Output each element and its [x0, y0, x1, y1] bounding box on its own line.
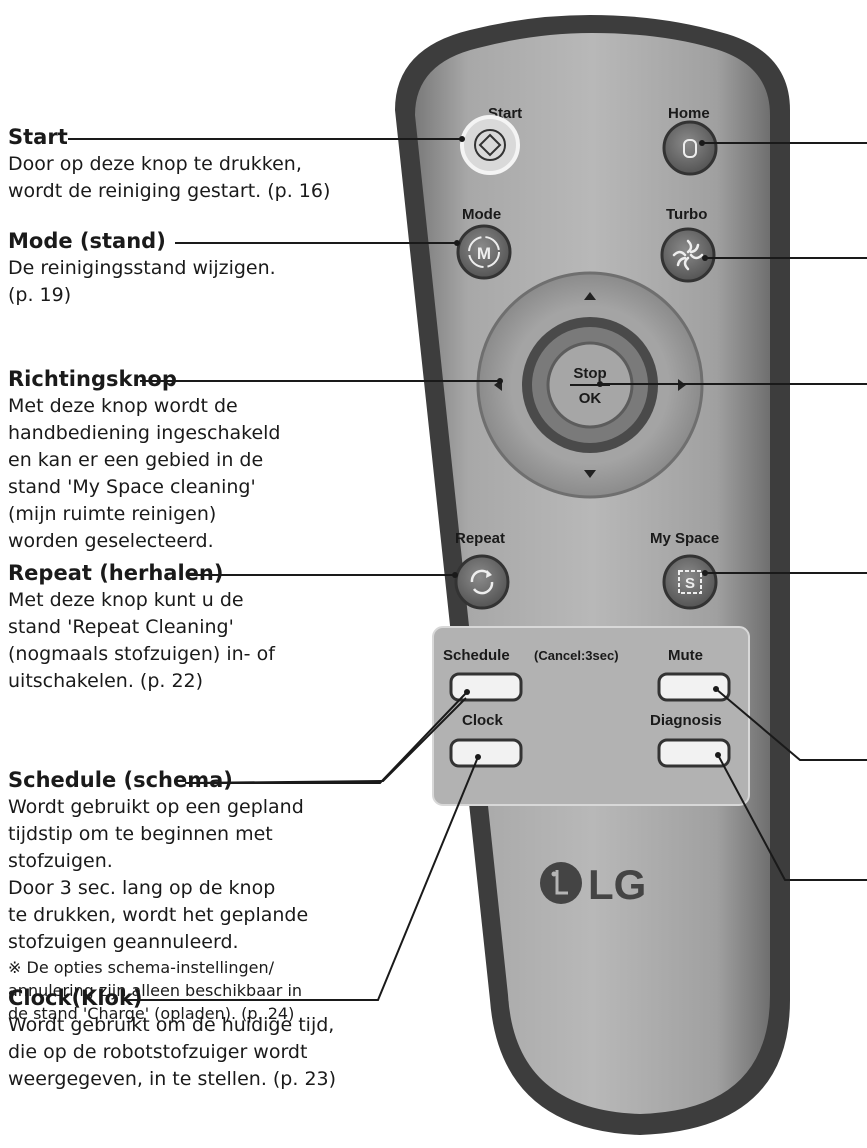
lg-logo-text: LG: [588, 861, 646, 908]
annotation-direction: Richtingsknop Met deze knop wordt de han…: [8, 366, 281, 555]
remote-face: [415, 33, 770, 1114]
repeat-button-label: Repeat: [455, 530, 505, 547]
callout-lines-left: [68, 138, 500, 1001]
diagnosis-key[interactable]: [657, 738, 731, 768]
annotation-repeat-desc: Met deze knop kunt u de stand 'Repeat Cl…: [8, 589, 275, 692]
myspace-button[interactable]: [662, 554, 718, 610]
annotation-clock: Clock(Klok) Wordt gebruikt om de huidige…: [8, 985, 336, 1093]
turbo-fan-icon: [672, 239, 704, 271]
annotation-clock-desc: Wordt gebruikt om de huidige tijd, die o…: [8, 1014, 337, 1090]
annotation-start-desc: Door op deze knop te drukken, wordt de r…: [8, 153, 331, 202]
mute-key[interactable]: [657, 672, 731, 702]
mode-button[interactable]: [456, 224, 512, 280]
mode-icon-letter: M: [477, 244, 491, 263]
annotation-direction-desc: Met deze knop wordt de handbediening ing…: [8, 395, 281, 552]
schedule-key-label: Schedule: [443, 647, 510, 664]
mode-button-label: Mode: [462, 206, 501, 223]
schedule-key[interactable]: [449, 672, 523, 702]
home-button[interactable]: [662, 120, 718, 176]
start-diamond-icon: [478, 133, 502, 157]
annotation-schedule-desc: Wordt gebruikt op een gepland tijdstip o…: [8, 796, 309, 953]
myspace-button-label: My Space: [650, 530, 719, 547]
lg-logo-icon: [540, 862, 582, 904]
diagnosis-key-label: Diagnosis: [650, 712, 722, 729]
arrow-down-icon[interactable]: [584, 470, 596, 478]
annotation-schedule-note: ※ De opties schema-instellingen/ annuler…: [8, 958, 303, 1023]
annotation-repeat: Repeat (herhalen) Met deze knop kunt u d…: [8, 560, 275, 695]
home-button-label: Home: [668, 105, 710, 122]
myspace-icon: [678, 570, 702, 594]
annotation-schedule: Schedule (schema) Wordt gebruikt op een …: [8, 767, 308, 1025]
mode-icon: [468, 236, 500, 268]
ok-label: OK: [579, 390, 602, 407]
myspace-icon-letter: S: [685, 575, 695, 592]
arrow-up-icon[interactable]: [584, 292, 596, 300]
callout-dots: [452, 136, 721, 760]
start-icon: [474, 129, 506, 161]
annotation-start: Start Door op deze knop te drukken, word…: [8, 124, 330, 205]
clock-key-label: Clock: [462, 712, 504, 729]
annotation-mode: Mode (stand) De reinigingsstand wijzigen…: [8, 228, 276, 309]
home-icon: [683, 139, 697, 158]
turbo-button-label: Turbo: [666, 206, 707, 223]
annotation-repeat-title: Repeat (herhalen): [8, 561, 224, 585]
callout-lines-right: [600, 142, 867, 881]
repeat-button[interactable]: [454, 554, 510, 610]
mute-key-label: Mute: [668, 647, 703, 664]
repeat-arrow-icon: [486, 570, 492, 578]
annotation-schedule-title: Schedule (schema): [8, 768, 233, 792]
annotation-clock-title: Clock(Klok): [8, 986, 143, 1010]
annotation-direction-title: Richtingsknop: [8, 367, 177, 391]
start-button[interactable]: [460, 115, 520, 175]
schedule-cancel-label: (Cancel:3sec): [534, 648, 619, 663]
annotation-mode-desc: De reinigingsstand wijzigen. (p. 19): [8, 257, 276, 306]
clock-key[interactable]: [449, 738, 523, 768]
annotation-mode-title: Mode (stand): [8, 229, 166, 253]
turbo-button[interactable]: [660, 227, 716, 283]
stop-label: Stop: [573, 365, 606, 382]
annotation-start-title: Start: [8, 125, 68, 149]
